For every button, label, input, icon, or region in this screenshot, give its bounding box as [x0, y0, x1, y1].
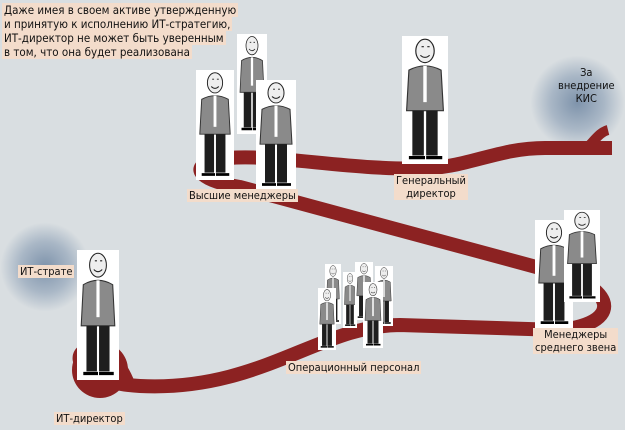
middle-manager-figure	[564, 210, 600, 302]
top-manager-figure	[196, 70, 234, 180]
top-manager-figure	[256, 80, 296, 190]
operational-worker-figure	[318, 288, 336, 350]
it-strategy-label: ИТ-страте	[18, 265, 75, 278]
general-director-figure	[402, 36, 448, 164]
kis-glow	[530, 55, 625, 150]
top-managers-label: Высшие менеджеры	[187, 189, 298, 202]
it-director-label: ИТ-директор	[54, 412, 125, 425]
middle-manager-figure	[535, 220, 573, 328]
intro-line: Даже имея в своем активе утвержденную	[2, 3, 239, 17]
operational-worker-figure	[343, 272, 357, 328]
intro-line: ИТ-директор не может быть уверенным	[2, 31, 226, 45]
intro-line: и принятую к исполнению ИТ-стратегию,	[2, 17, 233, 31]
it-director-figure	[77, 250, 119, 380]
intro-line: в том, что она будет реализована	[2, 45, 192, 59]
intro-text: Даже имея в своем активе утвержденную и …	[2, 3, 239, 59]
operational-worker-figure	[363, 282, 383, 348]
operational-staff-label: Операционный персонал	[286, 361, 422, 374]
